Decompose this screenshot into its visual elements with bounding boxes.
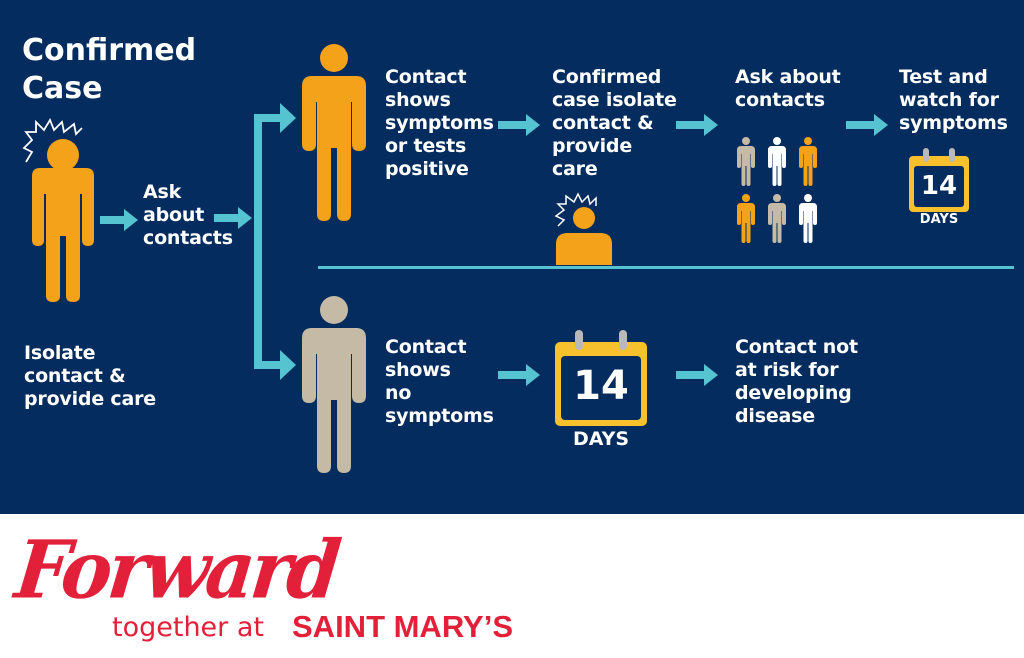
contacts-group-icon xyxy=(737,137,817,243)
confirmed-case-bust-icon xyxy=(554,192,612,265)
arrow-icon xyxy=(214,207,252,229)
asymptomatic-contact-person-icon xyxy=(302,296,366,473)
title: Confirmed Case xyxy=(22,33,197,106)
arrow-icon xyxy=(676,114,718,136)
symptomatic-contact-person-icon xyxy=(302,44,366,221)
calendar-icon xyxy=(555,330,647,426)
confirmed-case-isolate-label: Confirmed case isolate contact & provide… xyxy=(552,66,677,180)
footer xyxy=(0,514,1024,658)
infographic-panel xyxy=(0,0,1024,514)
test-watch-symptoms-label: Test and watch for symptoms xyxy=(899,66,1008,134)
arrow-icon xyxy=(846,114,888,136)
arrow-icon xyxy=(100,209,138,231)
ask-about-contacts-label: Ask about contacts xyxy=(143,181,233,249)
ask-about-contacts-step-label: Ask about contacts xyxy=(735,66,841,111)
forward-script-logo: Forward xyxy=(11,522,342,617)
branch-connector xyxy=(254,103,296,380)
branch-divider xyxy=(318,266,1014,269)
contact-no-symptoms-label: Contact shows no symptoms xyxy=(385,336,494,427)
calendar-number: 14 xyxy=(920,171,958,201)
arrow-icon xyxy=(498,114,540,136)
tagline-prefix: together at xyxy=(112,612,264,643)
isolate-care-label: Isolate contact & provide care xyxy=(24,342,156,410)
calendar-unit: DAYS xyxy=(919,212,959,227)
contact-shows-symptoms-label: Contact shows symptoms or tests positive xyxy=(385,66,494,180)
not-at-risk-label: Contact not at risk for developing disea… xyxy=(735,336,858,427)
arrow-icon xyxy=(498,364,540,386)
institution-name: SAINT MARY’S xyxy=(292,609,514,644)
arrow-icon xyxy=(676,364,718,386)
confirmed-case-person-icon xyxy=(22,117,94,302)
calendar-icon xyxy=(909,148,969,212)
calendar-number: 14 xyxy=(573,363,629,409)
calendar-unit: DAYS xyxy=(572,428,630,450)
